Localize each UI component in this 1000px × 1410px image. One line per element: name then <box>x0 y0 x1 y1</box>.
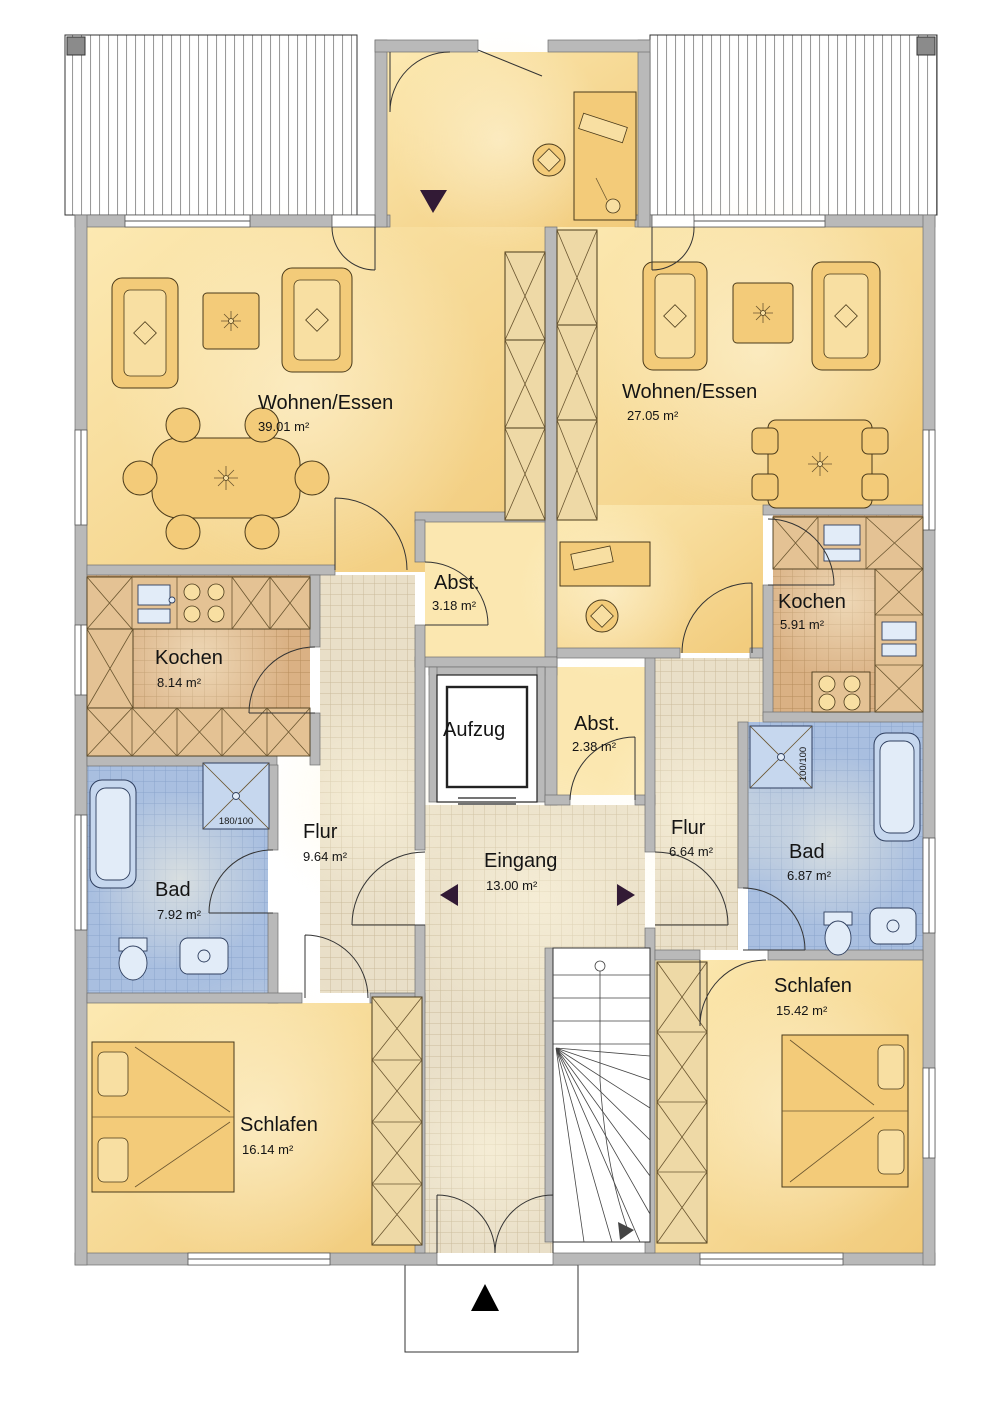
coffee-table-icon <box>202 292 260 350</box>
double-bed-icon <box>91 1041 235 1193</box>
direction-marker-icon <box>420 190 447 213</box>
bath-left-fixtures <box>89 762 270 981</box>
right-storage-label: Abst. <box>574 713 620 735</box>
left-bedroom-label: Schlafen <box>240 1114 318 1136</box>
right-shower-size-label: 100/100 <box>798 747 809 781</box>
washbasin-icon <box>179 937 229 975</box>
right-kitchen-label: Kochen <box>778 591 846 613</box>
shower-icon <box>749 725 813 789</box>
dining-table-icon <box>122 407 330 550</box>
desk-icon <box>532 91 637 221</box>
wardrobe-icon <box>656 961 708 1244</box>
sofa-icon <box>642 261 708 371</box>
vestibule-furniture <box>420 91 637 221</box>
sofa-icon <box>281 267 353 373</box>
staircase <box>552 947 651 1243</box>
entry-area: 13.00 m² <box>486 878 538 893</box>
right-kitchen-area: 5.91 m² <box>780 617 825 632</box>
sofa-icon <box>111 277 179 389</box>
entry-markers <box>440 884 635 906</box>
bedroom-left-furniture <box>91 996 423 1246</box>
desk-icon <box>559 541 651 633</box>
left-bath-label: Bad <box>155 879 191 901</box>
shower-icon <box>202 762 270 830</box>
left-storage-area: 3.18 m² <box>432 598 477 613</box>
right-living-area: 27.05 m² <box>627 408 679 423</box>
coffee-table-icon <box>732 282 794 344</box>
left-hall-area: 9.64 m² <box>303 849 348 864</box>
dining-table-icon <box>751 419 889 509</box>
sink-icon <box>823 524 861 562</box>
entry-label: Eingang <box>484 850 557 872</box>
bathtub-icon <box>873 732 921 842</box>
left-kitchen-area: 8.14 m² <box>157 675 202 690</box>
stove-icon <box>811 671 871 713</box>
apartment-left-entry-marker-icon <box>440 884 458 906</box>
closets-center <box>504 229 598 521</box>
left-kitchen-label: Kochen <box>155 647 223 669</box>
wardrobe-icon <box>371 996 423 1246</box>
living-right-furniture <box>559 261 889 633</box>
bathtub-icon <box>89 779 137 889</box>
bath-right-fixtures <box>749 725 921 956</box>
right-hall-label: Flur <box>671 817 706 839</box>
living-left-furniture <box>111 267 353 550</box>
left-hall-label: Flur <box>303 821 338 843</box>
right-bath-area: 6.87 m² <box>787 868 832 883</box>
right-living-label: Wohnen/Essen <box>622 381 757 403</box>
toilet-icon <box>118 937 148 981</box>
right-hall-area: 6.64 m² <box>669 844 714 859</box>
bedroom-right-furniture <box>656 961 909 1244</box>
right-bath-label: Bad <box>789 841 825 863</box>
washbasin-icon <box>869 907 917 945</box>
apartment-right-entry-marker-icon <box>617 884 635 906</box>
sofa-icon <box>811 261 881 371</box>
left-living-label: Wohnen/Essen <box>258 392 393 414</box>
left-living-area: 39.01 m² <box>258 419 310 434</box>
right-bedroom-area: 15.42 m² <box>776 1003 828 1018</box>
door-swings <box>208 49 835 1254</box>
left-bedroom-area: 16.14 m² <box>242 1142 294 1157</box>
left-bath-area: 7.92 m² <box>157 907 202 922</box>
double-bed-icon <box>781 1034 909 1188</box>
kitchen-left-units <box>86 576 311 757</box>
entrance-porch <box>404 1264 579 1353</box>
right-bedroom-label: Schlafen <box>774 975 852 997</box>
elevator-label: Aufzug <box>443 719 505 741</box>
north-arrow-icon <box>471 1284 499 1311</box>
left-shower-size-label: 180/100 <box>219 816 253 827</box>
right-storage-area: 2.38 m² <box>572 739 617 754</box>
left-storage-label: Abst. <box>434 572 480 594</box>
stove-icon <box>183 583 225 623</box>
sink-icon <box>137 584 176 624</box>
balcony-left <box>64 34 358 216</box>
windows <box>74 214 936 1266</box>
labels: Wohnen/Essen 39.01 m² Wohnen/Essen 27.05… <box>155 381 852 1157</box>
elevator <box>436 674 538 805</box>
toilet-icon <box>823 911 853 956</box>
